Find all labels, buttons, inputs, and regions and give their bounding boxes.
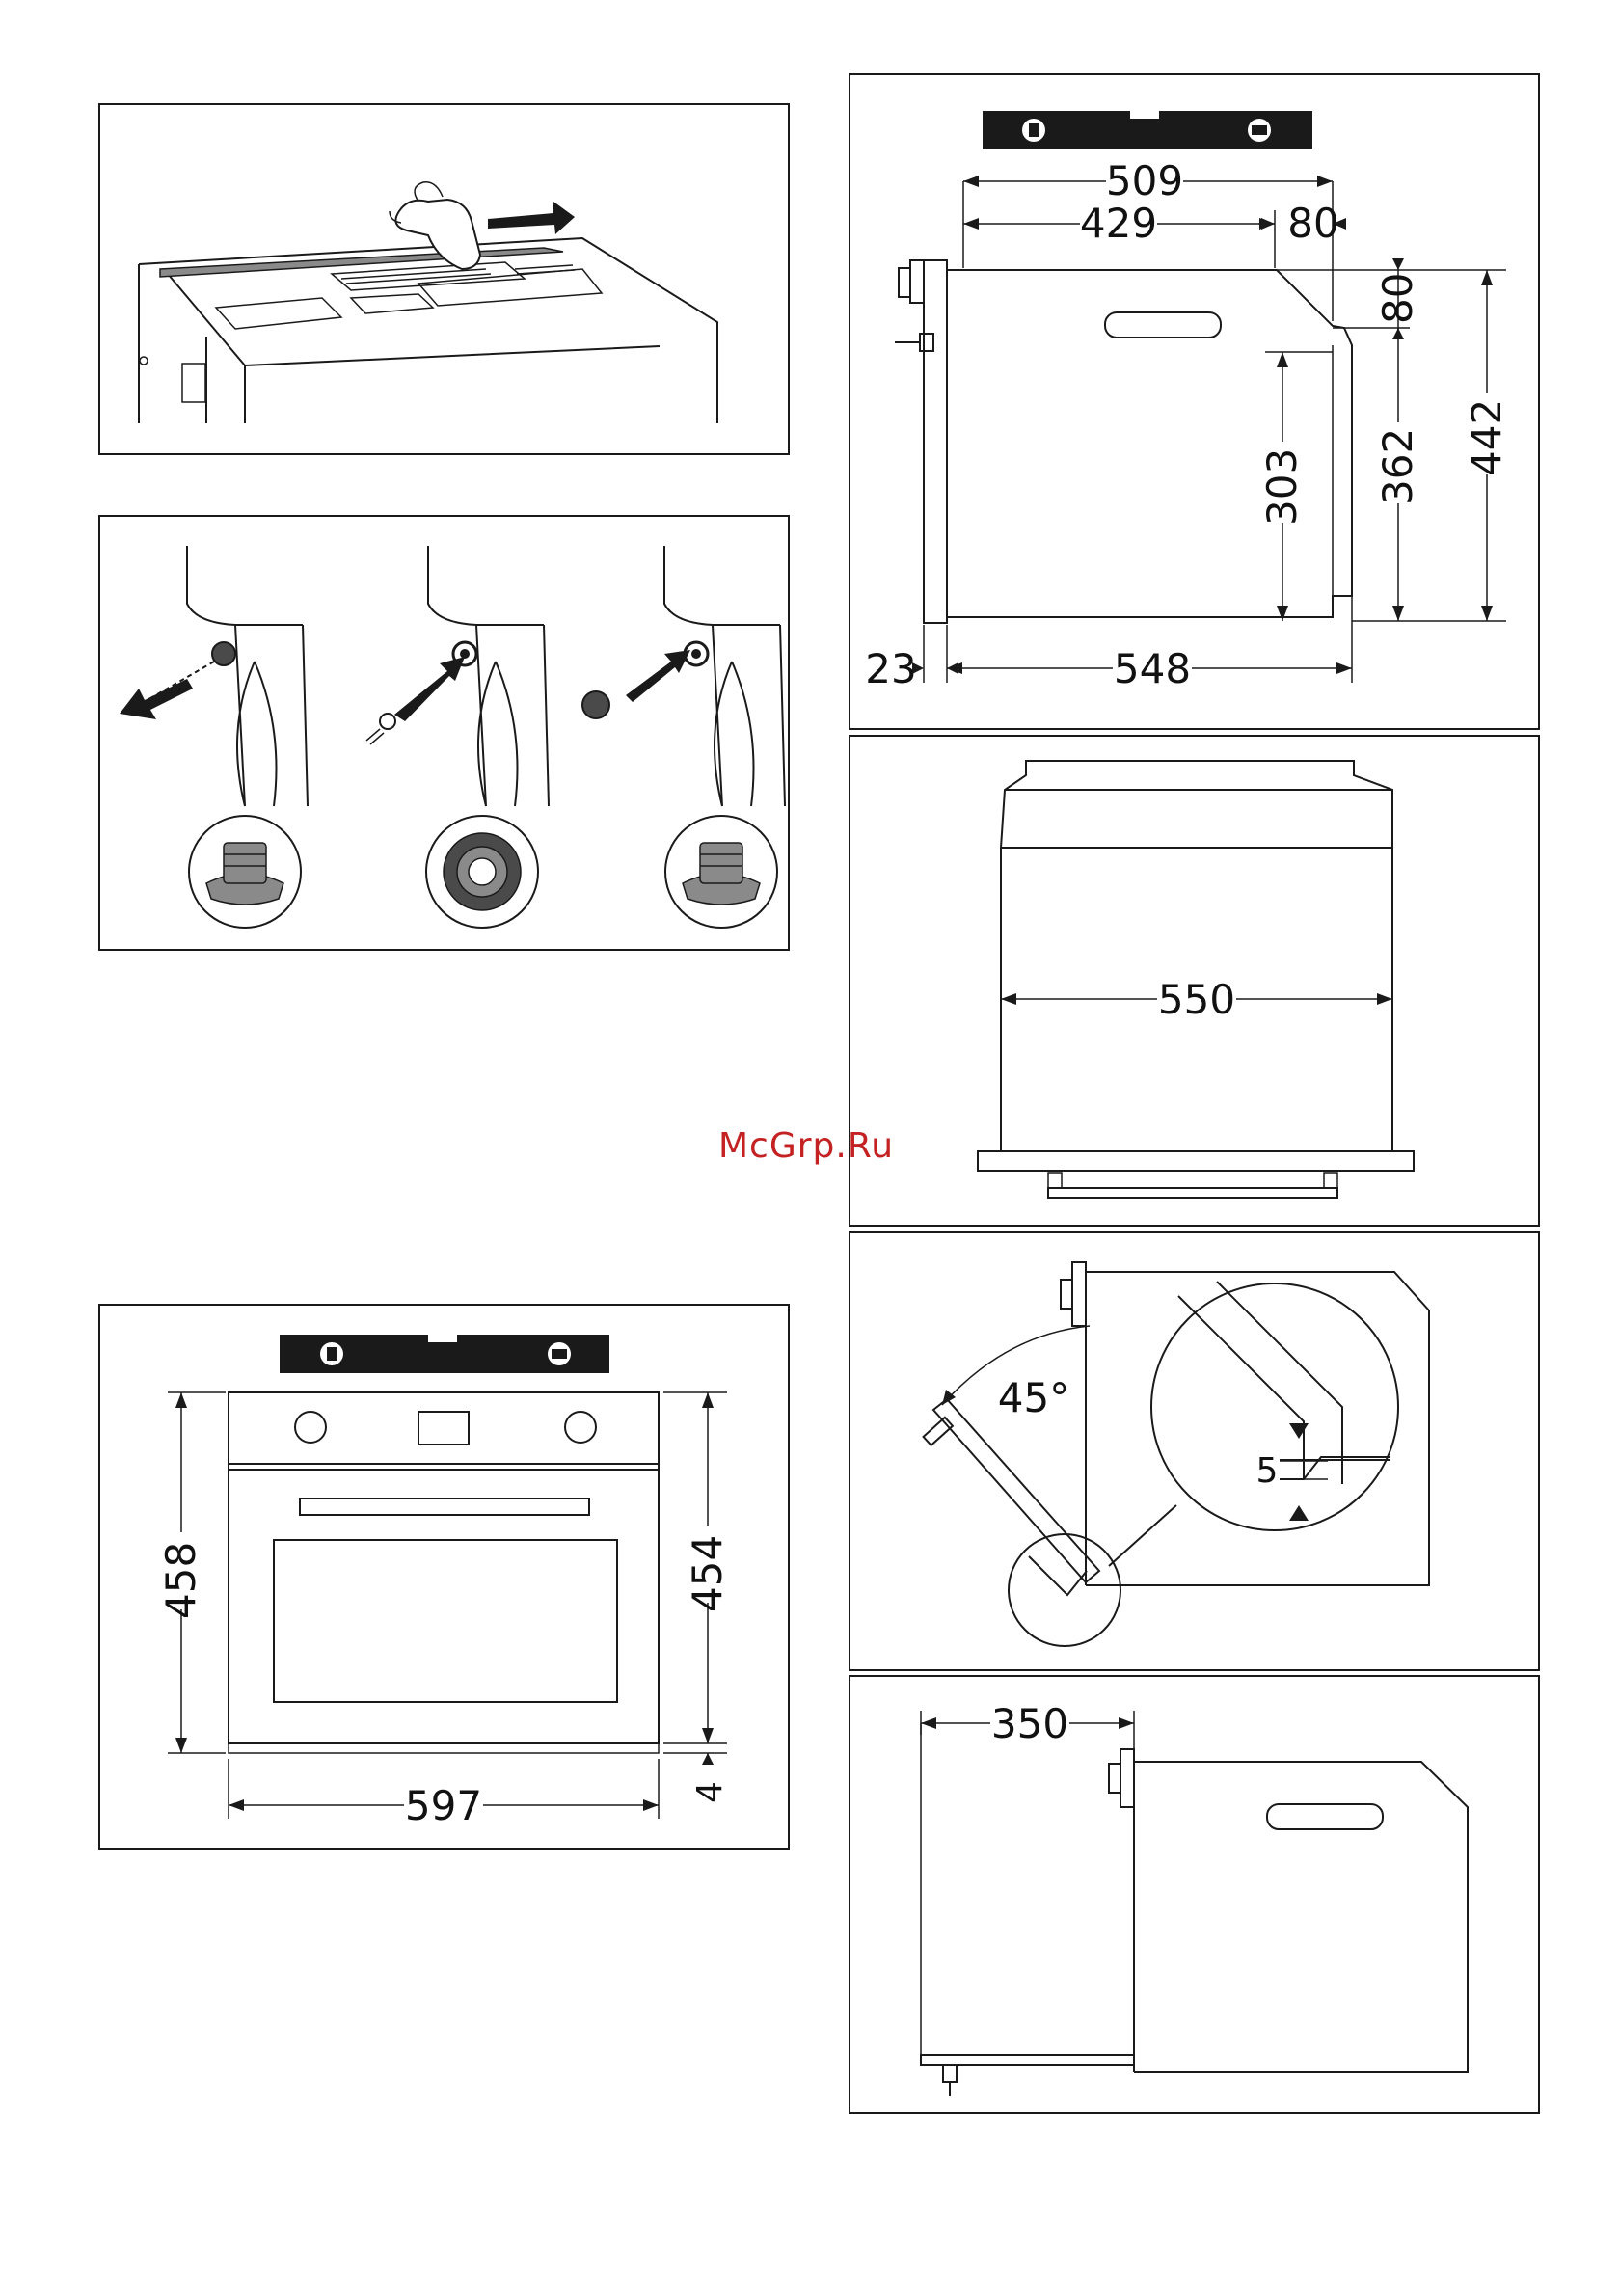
top-view-drawing: 550	[850, 737, 1542, 1229]
panel-front-dimensions: 458 454 4 597	[98, 1304, 790, 1850]
dim-550: 550	[1001, 976, 1392, 1023]
panel-remove-strip	[98, 103, 790, 455]
handle	[1048, 1188, 1337, 1198]
dim-303: 303	[1258, 352, 1333, 621]
dim-label-454: 454	[684, 1535, 731, 1612]
dim-80-vertical: 80	[1275, 258, 1506, 339]
knob-right	[565, 1412, 596, 1443]
oven-side-door-open	[921, 1723, 1468, 2096]
screw-cap-illustration	[100, 517, 792, 953]
dim-label-23: 23	[865, 645, 916, 692]
hinge-slot	[182, 364, 205, 402]
side-handle-slot	[1105, 312, 1221, 338]
open-door-flat	[921, 2055, 1134, 2065]
arrow-in-icon	[626, 650, 690, 702]
cap-icon	[582, 691, 609, 718]
gap-label: 5	[1256, 1451, 1279, 1491]
dim-23: 23	[865, 625, 958, 692]
oven-top-perspective	[139, 238, 717, 423]
panel-top-dimensions: 550	[849, 735, 1540, 1227]
dim-label-442: 442	[1463, 399, 1510, 476]
panel-door-clearance: 350	[849, 1675, 1540, 2114]
door-window	[274, 1540, 617, 1702]
dim-429: 429	[963, 200, 1275, 268]
arrow-right-icon	[488, 202, 575, 234]
door-angle-drawing: 45° 5	[850, 1233, 1542, 1673]
door-handle	[300, 1499, 589, 1515]
door-clearance-drawing: 350	[850, 1677, 1542, 2116]
dim-442: 442	[1463, 270, 1510, 621]
panel-door-angle: 45° 5	[849, 1231, 1540, 1671]
spirit-level-icon	[280, 1333, 609, 1373]
side-handle-slot	[1267, 1804, 1383, 1829]
dim-label-550: 550	[1158, 976, 1235, 1023]
dim-350: 350	[921, 1700, 1134, 1762]
side-view-drawing: 509 429 80 80 303	[850, 75, 1542, 732]
spirit-level-icon	[983, 109, 1312, 149]
strip-removal-illustration	[100, 105, 792, 457]
panel-side-dimensions: 509 429 80 80 303	[849, 73, 1540, 730]
dim-label-509: 509	[1106, 157, 1183, 204]
dim-label-597: 597	[405, 1782, 482, 1829]
dim-label-429: 429	[1080, 200, 1157, 247]
display	[418, 1412, 469, 1445]
dim-label-80-h: 80	[1287, 200, 1338, 247]
front-view-drawing: 458 454 4 597	[100, 1306, 792, 1851]
dim-548: 548	[947, 596, 1352, 692]
knob-left	[295, 1412, 326, 1443]
dim-label-4: 4	[690, 1781, 730, 1803]
arrow-in-icon	[394, 657, 465, 721]
step-remove-cap	[120, 546, 308, 928]
dim-label-458: 458	[157, 1542, 204, 1619]
dim-458: 458	[157, 1392, 226, 1753]
panel-screw-caps	[98, 515, 790, 951]
dim-454: 454	[663, 1392, 731, 1743]
dim-label-303: 303	[1258, 448, 1306, 526]
detail-circle-large: 5	[1151, 1282, 1398, 1530]
dim-label-80-v: 80	[1374, 273, 1421, 324]
open-door	[933, 1399, 1099, 1582]
step-refit-cap	[582, 546, 785, 928]
dim-4: 4	[663, 1753, 730, 1803]
screw-icon	[380, 714, 395, 729]
dim-label-362: 362	[1374, 428, 1421, 505]
watermark: McGrp.Ru	[718, 1126, 894, 1166]
front-panel-edge	[978, 1151, 1414, 1171]
arrow-left-icon	[120, 679, 193, 719]
angle-label: 45°	[998, 1374, 1069, 1421]
cap-icon	[212, 642, 235, 665]
dim-label-350: 350	[991, 1700, 1068, 1747]
dim-label-548: 548	[1114, 645, 1191, 692]
step-insert-screw	[366, 546, 549, 928]
oven-front	[229, 1392, 659, 1753]
dim-597: 597	[229, 1759, 659, 1829]
